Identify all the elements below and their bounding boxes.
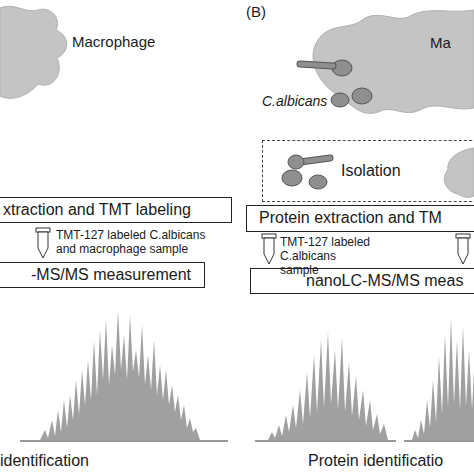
- macrophage-cell: [444, 148, 474, 197]
- tube-cap: [456, 234, 470, 238]
- mass-spectrum: [268, 332, 388, 440]
- box-text: Protein extraction and TM: [259, 206, 474, 230]
- tube-body: [264, 238, 274, 264]
- candida-cell: [282, 170, 302, 186]
- tube-cap: [262, 234, 276, 238]
- group-box: Isolation: [262, 140, 474, 202]
- macrophage-cell: [0, 6, 67, 98]
- box-text: Isolation: [341, 161, 474, 181]
- spectrum-axis: [20, 441, 228, 442]
- step-label: identification: [0, 452, 89, 470]
- sample-tube: [36, 228, 50, 258]
- sample-tube: [456, 234, 470, 264]
- candida-cell: [331, 93, 349, 107]
- box-text: nanoLC-MS/MS meas: [306, 269, 474, 292]
- process-box: Protein extraction and TM: [246, 205, 474, 232]
- sample-label: TMT-127 labeled C.albicans and macrophag…: [56, 229, 214, 257]
- macrophage-cell: [313, 10, 474, 113]
- candida-hypha: [300, 158, 330, 162]
- panel-label: (B): [246, 3, 266, 20]
- tube-cap: [36, 228, 50, 232]
- candida-cell: [288, 155, 304, 169]
- spectrum-axis: [404, 441, 474, 442]
- mass-spectrum: [412, 318, 474, 440]
- organism-label: C.albicans: [262, 93, 327, 109]
- cell-label: Macrophage: [72, 33, 155, 50]
- mass-spectrum: [40, 310, 200, 440]
- process-box: xtraction and TMT labeling: [0, 197, 232, 223]
- sample-label: TMT-127 labeled C.albicans sample: [280, 236, 376, 277]
- spectrum-axis: [255, 441, 396, 442]
- box-text: xtraction and TMT labeling: [3, 198, 231, 221]
- candida-hypha: [300, 64, 333, 66]
- sample-tube: [262, 234, 276, 264]
- candida-hypha: [300, 64, 333, 66]
- tube-body: [458, 238, 468, 264]
- candida-hypha: [300, 158, 330, 162]
- tube-body: [38, 232, 48, 258]
- cell-label: Ma: [430, 34, 451, 51]
- candida-cell: [352, 88, 372, 104]
- candida-cell: [309, 175, 327, 189]
- process-box: -MS/MS measurement: [0, 262, 205, 288]
- step-label: Protein identificatio: [308, 452, 443, 470]
- box-text: -MS/MS measurement: [31, 263, 204, 286]
